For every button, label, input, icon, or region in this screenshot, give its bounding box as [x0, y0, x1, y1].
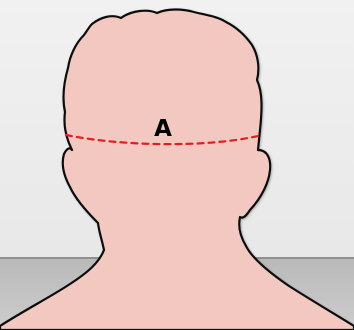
measurement-label-a: A	[154, 116, 172, 142]
